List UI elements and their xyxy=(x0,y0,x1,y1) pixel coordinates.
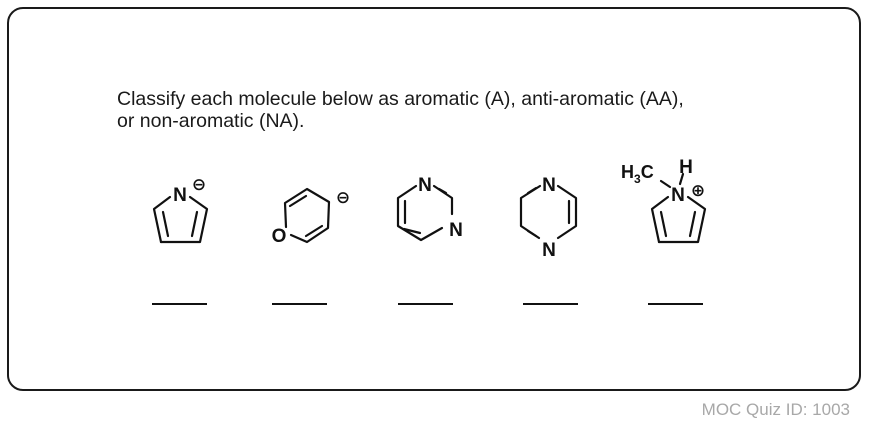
molecule-pyranyl-anion: O ⊖ xyxy=(272,187,350,247)
nitrogen-label-2: N xyxy=(449,220,463,241)
molecule-n-methylpyrrolium: N ⊕ H H3C xyxy=(621,157,707,244)
quiz-id-label: MOC Quiz ID: 1003 xyxy=(701,400,850,419)
negative-charge-icon: ⊖ xyxy=(192,175,206,194)
positive-charge-icon: ⊕ xyxy=(691,181,705,200)
question-line-1: Classify each molecule below as aromatic… xyxy=(117,88,684,110)
methyl-label: H3C xyxy=(621,162,654,186)
question-text: Classify each molecule below as aromatic… xyxy=(117,88,797,132)
question-line-2: or non-aromatic (NA). xyxy=(117,110,305,132)
nitrogen-label-2: N xyxy=(542,240,556,261)
methyl-subscript: 3 xyxy=(634,172,641,186)
molecule-pyrrolide-anion: N ⊖ xyxy=(152,175,209,244)
nitrogen-label: N xyxy=(671,185,685,206)
negative-charge-icon: ⊖ xyxy=(336,188,350,207)
nitrogen-label-1: N xyxy=(418,175,432,196)
nitrogen-label: N xyxy=(173,185,187,206)
hydrogen-label: H xyxy=(679,157,693,178)
molecule-pyrimidine: N N xyxy=(396,175,463,242)
nitrogen-label-1: N xyxy=(542,175,556,196)
molecule-pyrazine: N N xyxy=(519,175,578,261)
methyl-c: C xyxy=(641,162,654,182)
quiz-card xyxy=(7,7,861,391)
methyl-h: H xyxy=(621,162,634,182)
oxygen-label: O xyxy=(272,226,287,247)
